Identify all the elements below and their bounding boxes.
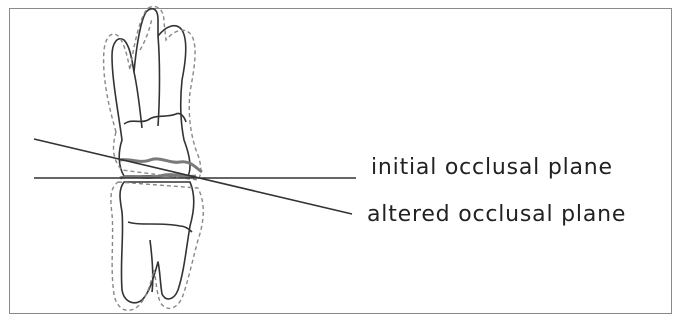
upper-tooth-dashed	[104, 7, 201, 180]
altered-occlusal-plane-label: altered occlusal plane	[367, 202, 626, 227]
lower-tooth-dashed	[111, 182, 203, 310]
upper-tooth-solid	[112, 9, 190, 176]
initial-occlusal-plane-label: initial occlusal plane	[371, 155, 613, 180]
